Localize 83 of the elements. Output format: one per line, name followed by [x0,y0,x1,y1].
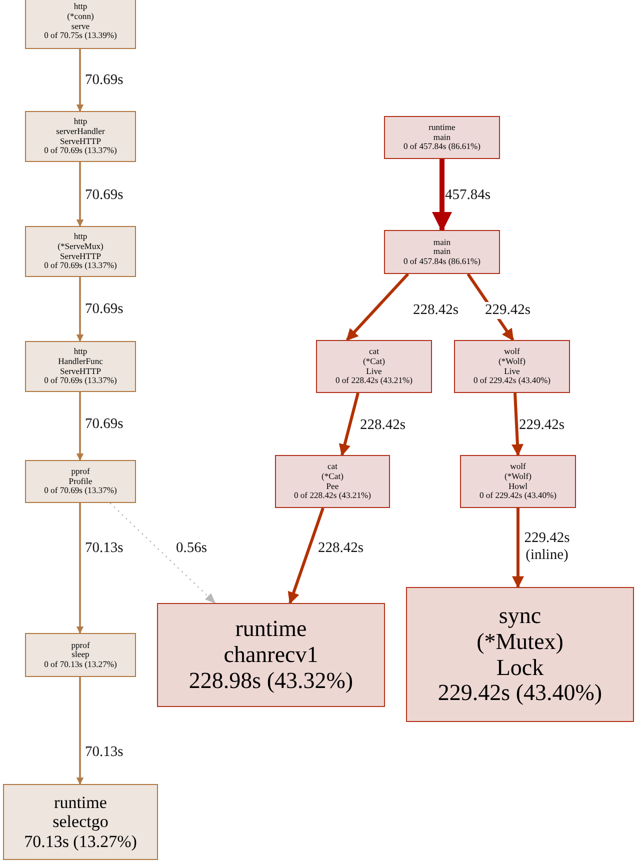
function-label: chanrecv1 [224,642,318,668]
function-label: sync [498,603,542,629]
arrow [76,162,84,227]
arrow [346,272,410,342]
function-label: cat [368,347,380,357]
function-label: 0 of 457.84s (86.61%) [403,256,481,266]
function-box-large [157,603,385,707]
function-box [25,0,136,49]
arrow [76,49,84,112]
function-label: (*Mutex) [476,628,564,654]
function-label: sleep [72,650,90,660]
function-label: serve [71,22,90,32]
function-box [25,226,136,277]
function-label: ServeHTTP [60,136,102,146]
function-box [275,455,390,508]
function-label: main [433,238,451,248]
function-label: cat [327,462,338,472]
arrow [288,508,324,604]
function-box [25,341,136,392]
function-box [454,340,570,393]
function-box-large [3,784,158,860]
function-label: 0 of 457.84s (86.61%) [403,142,481,152]
function-box-large [406,587,634,722]
function-label: pprof [71,467,90,477]
function-label: runtime [54,793,107,812]
function-box [316,340,432,393]
arrow [432,159,452,232]
function-label: 0 of 70.13s (13.27%) [44,660,117,670]
arrow [76,677,84,785]
function-label: (*ServeMux) [58,242,104,252]
arrow [76,277,84,342]
function-label: Pee [326,482,339,492]
function-box [25,460,136,503]
function-box [460,455,576,508]
function-label: runtime [428,123,456,133]
function-label: Howl [508,482,528,492]
function-label: 228.98s (43.32%) [188,668,354,694]
function-label: 0 of 70.75s (13.39%) [44,31,117,41]
function-label: http [74,347,88,357]
function-label: Profile [68,476,92,486]
function-label: runtime [235,616,307,642]
function-label: ServeHTTP [60,366,102,376]
function-label: selectgo [52,812,108,832]
arrow [110,502,216,604]
function-label: HandlerFunc [58,356,103,366]
edge-label: 229.42s [485,302,531,319]
function-label: wolf [504,347,520,357]
function-label: (*Cat) [322,472,344,482]
function-label: (*Cat) [363,356,385,366]
function-label: 70.13s (13.27%) [24,832,137,851]
function-label: http [74,232,88,242]
arrow [511,392,524,456]
function-label: 0 of 70.69s (13.37%) [44,261,117,271]
function-label: pprof [71,640,90,650]
function-label: wolf [510,462,526,472]
function-box [25,111,136,162]
arrow [76,503,84,634]
function-label: 229.42s (43.40%) [438,680,602,706]
function-label: Live [504,366,520,376]
function-label: Live [366,366,382,376]
function-label: 0 of 228.42s (43.21%) [294,491,372,501]
function-box [25,633,136,677]
function-label: 0 of 229.42s (43.40%) [479,491,557,501]
function-label: (*Wolf) [504,472,532,482]
function-label: main [433,247,451,257]
function-label: (*conn) [67,12,94,22]
function-label: (*Wolf) [498,356,526,366]
function-box [384,230,500,274]
function-label: serverHandler [56,126,105,136]
function-label: http [74,117,88,127]
function-label: main [433,132,451,142]
function-label: http [74,2,88,12]
function-label: 0 of 228.42s (43.21%) [335,376,413,386]
function-box [384,116,500,159]
function-label: 0 of 70.69s (13.37%) [44,376,117,386]
function-label: 0 of 70.69s (13.37%) [44,146,117,156]
function-label: ServeHTTP [60,252,102,262]
arrow [512,508,524,588]
function-label: 0 of 70.69s (13.37%) [44,486,117,496]
arrow [76,392,84,461]
function-label: Lock [496,654,544,680]
function-label: 0 of 229.42s (43.40%) [473,376,551,386]
arrow [338,392,360,456]
